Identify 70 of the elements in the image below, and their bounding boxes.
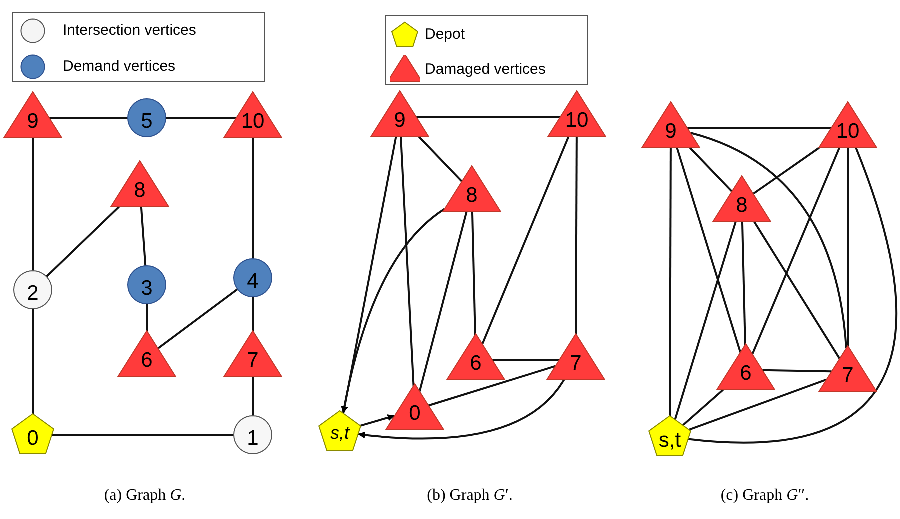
vertex-number: 9 bbox=[394, 110, 406, 131]
vertex-number: 0 bbox=[409, 403, 421, 424]
edge-line bbox=[682, 389, 724, 426]
vertex-number: 6 bbox=[740, 363, 752, 384]
edge-line bbox=[689, 147, 733, 192]
edge-line bbox=[400, 136, 415, 386]
edge-line bbox=[847, 148, 849, 346]
edge-line bbox=[754, 221, 841, 360]
edge-line bbox=[428, 365, 556, 407]
vertex-number: 4 bbox=[247, 271, 259, 292]
vertex-number: 2 bbox=[27, 283, 39, 304]
edge-line bbox=[418, 136, 463, 182]
vertex-number: 9 bbox=[27, 111, 39, 132]
arrow bbox=[341, 208, 446, 414]
edge-line bbox=[32, 138, 34, 271]
vertex-number: 5 bbox=[141, 111, 153, 132]
edge-line bbox=[46, 206, 120, 278]
vertex-number: 3 bbox=[141, 278, 153, 299]
edge-line bbox=[688, 378, 828, 431]
edge-line bbox=[575, 137, 578, 334]
caption-text: (b) Graph G′. bbox=[427, 486, 513, 506]
legend-text: Intersection vertices bbox=[63, 23, 196, 38]
edge-line bbox=[741, 222, 746, 345]
edge-line bbox=[752, 148, 840, 355]
edge-line bbox=[166, 117, 237, 119]
edge-line bbox=[252, 297, 254, 331]
vertex-number: 0 bbox=[27, 428, 39, 449]
caption-text: (c) Graph G′′. bbox=[720, 486, 810, 506]
edge-line bbox=[252, 377, 254, 416]
vertex-number: 7 bbox=[842, 365, 854, 386]
vertex-number: 8 bbox=[466, 185, 478, 206]
edge-line bbox=[416, 116, 561, 118]
edge-line bbox=[482, 136, 570, 345]
vertex-number: 10 bbox=[241, 111, 265, 132]
edge-line bbox=[49, 117, 128, 119]
arrow bbox=[358, 379, 566, 440]
vertex-number: 10 bbox=[565, 110, 589, 131]
edge-line bbox=[471, 212, 476, 335]
edge-line bbox=[690, 132, 848, 348]
legend-text: Depot bbox=[425, 27, 466, 42]
edge-line bbox=[762, 369, 832, 373]
vertex-number: 1 bbox=[247, 428, 259, 449]
vertex-number: s,t bbox=[658, 430, 682, 451]
edge-line bbox=[688, 148, 898, 444]
vertex-number: s,t bbox=[330, 424, 350, 442]
vertex-number: 7 bbox=[247, 350, 259, 371]
edge-line bbox=[252, 138, 254, 259]
vertex-number: 10 bbox=[836, 121, 860, 142]
edge-line bbox=[140, 206, 147, 266]
vertex-number: 6 bbox=[470, 353, 482, 374]
vertex-number: 8 bbox=[736, 195, 748, 216]
vertex-number: 7 bbox=[570, 353, 582, 374]
edge-line bbox=[52, 434, 234, 436]
vertex-number: 8 bbox=[134, 180, 146, 201]
edge-line bbox=[676, 148, 742, 353]
arrow bbox=[360, 414, 396, 427]
edge-line bbox=[418, 212, 468, 392]
edge-line bbox=[32, 309, 34, 414]
edge-line bbox=[492, 359, 560, 361]
legend-text: Damaged vertices bbox=[425, 62, 546, 77]
edge-line bbox=[158, 288, 238, 350]
vertex-number: 6 bbox=[141, 350, 153, 371]
legend-text: Demand vertices bbox=[63, 59, 176, 74]
edge-line bbox=[687, 127, 832, 129]
vertex-number: 9 bbox=[665, 121, 677, 142]
edge-line bbox=[146, 304, 148, 331]
caption-text: (a) Graph G. bbox=[104, 486, 186, 506]
edge-line bbox=[752, 147, 820, 195]
edge-line bbox=[669, 148, 672, 416]
edge-line bbox=[674, 222, 737, 420]
